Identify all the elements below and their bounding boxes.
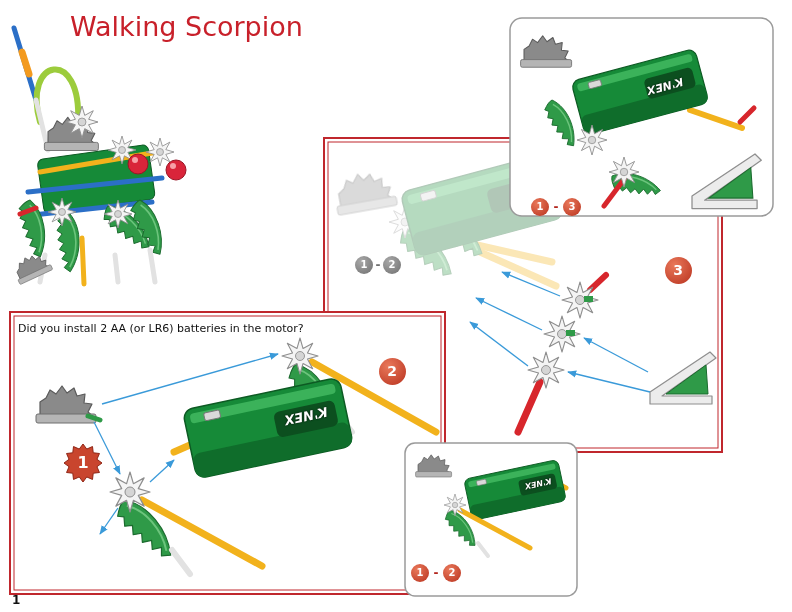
- scorpion-model-part: [166, 160, 186, 180]
- scorpion-model-part: [11, 249, 53, 284]
- progress-thumbnail-part: [405, 443, 577, 596]
- scorpion-model-part: [128, 154, 148, 174]
- range-dash: -: [376, 259, 381, 271]
- step-3-parts-part: [470, 322, 528, 366]
- step-1-2-parts-part: [282, 338, 318, 374]
- step-range-number: 2: [383, 256, 401, 274]
- callout-number: 1: [77, 455, 88, 471]
- scorpion-model-part: [28, 178, 162, 192]
- step-3-parts-part: [584, 338, 648, 372]
- step-1-2-parts: [36, 338, 436, 574]
- callout-number: 2: [449, 568, 456, 578]
- step-1-2-parts-part: [102, 354, 278, 404]
- range-dash: -: [434, 567, 439, 579]
- progress-thumbnail-part: [740, 108, 754, 122]
- burst-outline: [64, 444, 102, 482]
- callout-number: 2: [387, 364, 397, 378]
- step-panel: Did you install 2 AA (or LR6) batteries …: [10, 312, 445, 594]
- step-1-2-parts-part: [174, 445, 190, 452]
- scorpion-model-part: [170, 163, 176, 169]
- progress-thumbnail-part: [571, 48, 709, 135]
- page-title: Walking Scorpion: [70, 11, 303, 43]
- step-range-number: 1: [355, 256, 373, 274]
- progress-thumbnail-part: [690, 110, 742, 128]
- step-panel-frame-part: [14, 316, 441, 590]
- step-3-parts-part: [518, 382, 540, 432]
- callout-number: 3: [673, 263, 683, 277]
- step-3-parts-part: [476, 298, 542, 330]
- progress-thumbnail-part: [577, 125, 607, 155]
- step-1-2-parts-part: [172, 550, 190, 574]
- progress-thumbnail-part: [510, 18, 773, 216]
- step-1-2-parts-part: [150, 460, 174, 482]
- callout-number: 3: [569, 202, 576, 212]
- progress-thumbnail-part: [692, 154, 761, 209]
- callout-number: 1: [417, 568, 424, 578]
- step-range-number: 1: [531, 198, 549, 216]
- step-3-parts-part: [650, 352, 716, 404]
- scorpion-model-part: [16, 198, 51, 259]
- scorpion-model-part: [22, 52, 29, 74]
- scorpion-model-part: [20, 208, 36, 214]
- step-number: 2: [379, 358, 406, 385]
- step-3-parts-part: [502, 272, 560, 296]
- step-3-parts-part: [584, 296, 593, 302]
- step-range-number: 2: [443, 564, 461, 582]
- scorpion-model-part: [115, 255, 118, 282]
- callout-number: 1: [537, 202, 544, 212]
- step-3-parts-part: [544, 316, 580, 352]
- callout-number: 2: [389, 260, 396, 270]
- scorpion-model-part: [132, 157, 138, 163]
- step-3-parts-part: [528, 352, 564, 388]
- step-range-number: 3: [563, 198, 581, 216]
- previous-assembly-ghost-part: [480, 252, 556, 286]
- step-3-parts: [470, 272, 716, 432]
- page-number: 1: [12, 594, 20, 606]
- progress-thumbnail-part: [478, 543, 488, 556]
- previous-assembly-ghost-part: [332, 168, 398, 215]
- scorpion-model-part: [66, 106, 98, 138]
- scorpion-model-part: [104, 200, 132, 228]
- step-number-burst: 1: [64, 444, 102, 482]
- step-3-parts-part: [568, 372, 650, 392]
- step-range-number: 1: [411, 564, 429, 582]
- step-panel-frame: [10, 312, 445, 594]
- progress-thumbnail-part: [416, 455, 452, 477]
- scorpion-model-part: [37, 69, 79, 122]
- progress-thumbnail: [510, 18, 773, 216]
- scorpion-model-part: [48, 198, 76, 226]
- step-1-2-parts-part: [110, 472, 150, 512]
- step-1-2-parts-part: [100, 508, 118, 534]
- scorpion-model-part: [82, 238, 84, 284]
- progress-thumbnail-part: [541, 97, 582, 150]
- step-1-2-parts-part: [111, 494, 181, 564]
- progress-thumbnail-part: [609, 157, 639, 187]
- progress-thumbnail-part: [444, 494, 466, 516]
- scorpion-model-part: [150, 250, 155, 282]
- step-1-2-parts-part: [182, 377, 353, 479]
- step-panel-frame-part: [10, 312, 445, 594]
- scorpion-model: [11, 28, 186, 285]
- callout-number: 1: [361, 260, 368, 270]
- progress-thumbnail-part: [442, 507, 482, 550]
- scorpion-model-part: [14, 28, 36, 100]
- range-dash: -: [554, 201, 559, 213]
- progress-thumbnail: [405, 443, 577, 596]
- step-number: 3: [665, 257, 692, 284]
- step-1-2-parts-part: [88, 416, 100, 420]
- step-3-parts-part: [562, 282, 598, 318]
- instruction-note: Did you install 2 AA (or LR6) batteries …: [18, 322, 304, 335]
- progress-thumbnail-part: [521, 36, 572, 67]
- step-3-parts-part: [566, 330, 575, 336]
- scorpion-model-part: [56, 213, 82, 272]
- progress-thumbnail-part: [464, 459, 567, 520]
